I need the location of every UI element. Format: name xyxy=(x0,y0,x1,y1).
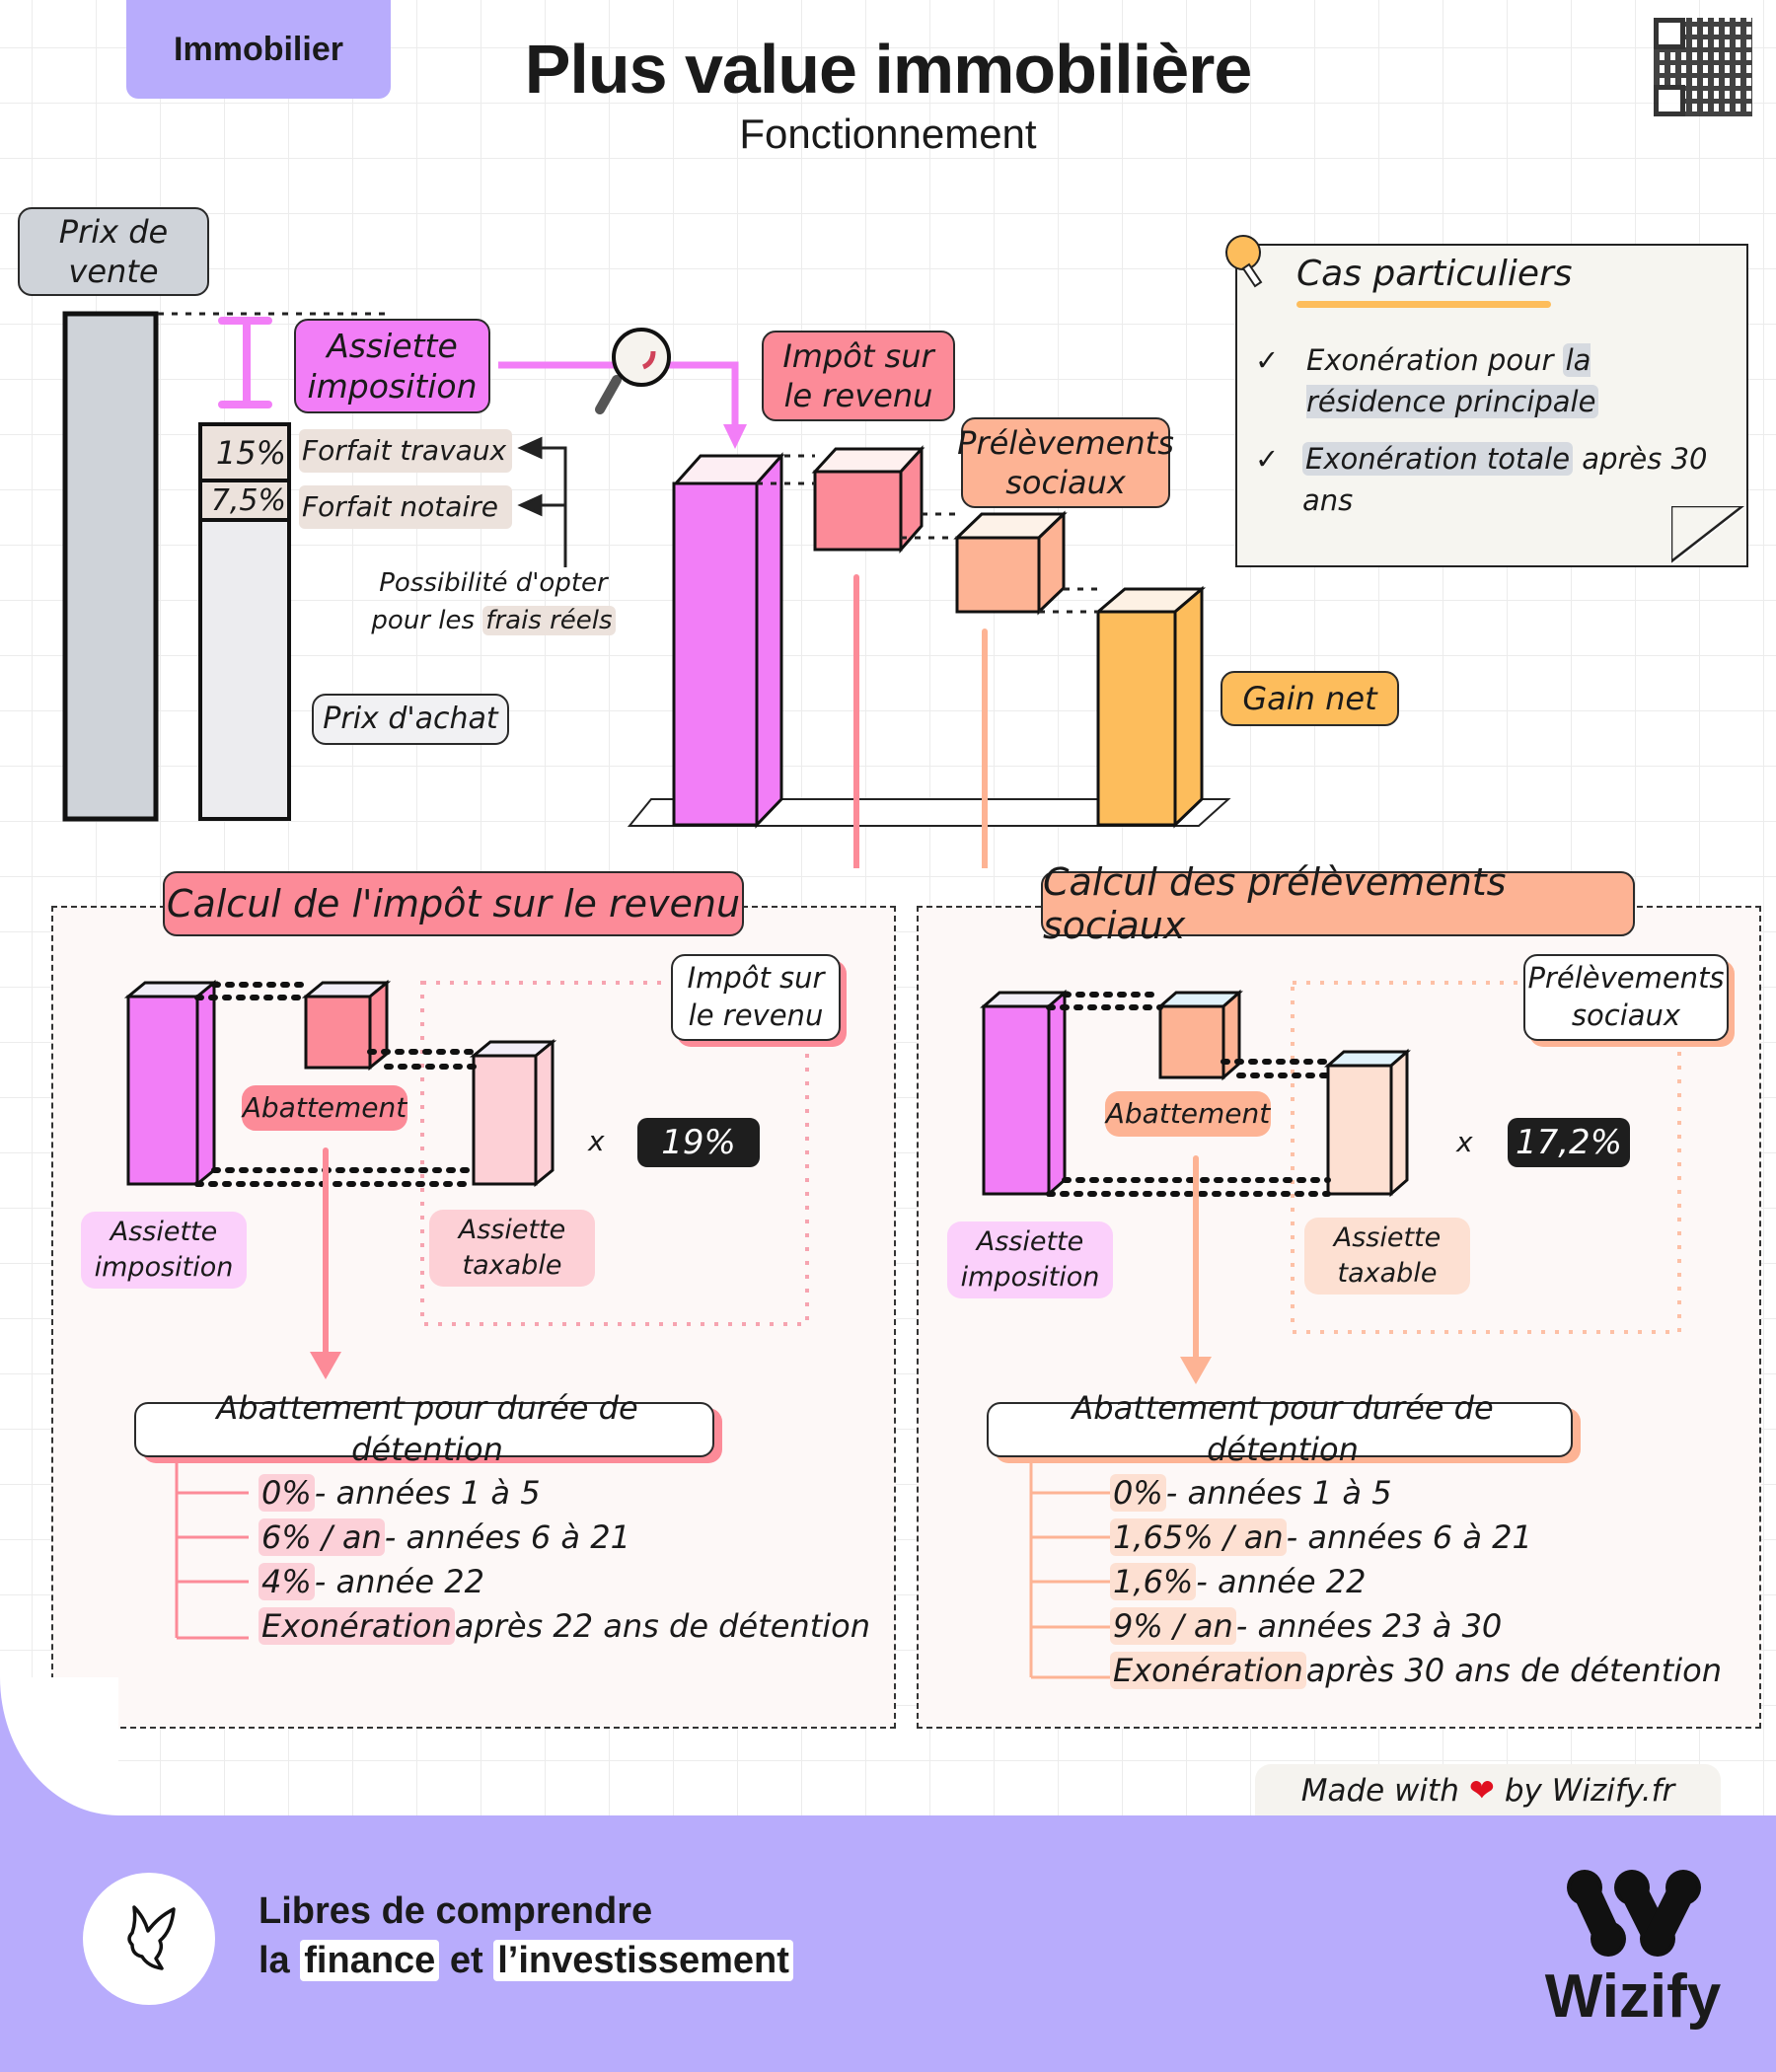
cas-particuliers-note: Cas particuliers ✓ Exonération pour la r… xyxy=(1235,244,1748,567)
impot-revenu-label: Impôt sur le revenu xyxy=(762,331,955,421)
title-underline xyxy=(1296,301,1551,308)
ps-assiette-bar xyxy=(980,989,1069,1198)
ps-duree-list: 0% - années 1 à 5 1,65% / an - années 6 … xyxy=(1110,1470,1722,1692)
section-ir-title: Calcul de l'impôt sur le revenu xyxy=(163,871,744,936)
frais-reels-note: Possibilité d'opter pour les frais réels xyxy=(365,564,622,639)
heart-icon: ❤ xyxy=(1468,1773,1495,1809)
ps-result-card: Prélèvements sociaux xyxy=(1523,954,1729,1041)
ps-mini-chart xyxy=(980,981,1681,1679)
category-tag: Immobilier xyxy=(126,0,391,99)
cas-item: ✓ Exonération totale après 30 ans xyxy=(1255,438,1719,521)
list-item: 1,6% - année 22 xyxy=(1110,1559,1722,1603)
ir-duree-list: 0% - années 1 à 5 6% / an - années 6 à 2… xyxy=(259,1470,870,1648)
made-with-badge[interactable]: Made with ❤ by Wizify.fr xyxy=(1255,1764,1721,1817)
brand-name[interactable]: Wizify xyxy=(1544,1962,1722,2031)
list-item: 0% - années 1 à 5 xyxy=(259,1470,870,1515)
section-ps-title: Calcul des prélèvements sociaux xyxy=(1041,860,1635,947)
ps-duree-title: Abattement pour durée de détention xyxy=(987,1389,1573,1468)
forfait-notaire-pct: 7,5% xyxy=(210,483,286,518)
prelevements-sociaux-label: Prélèvements sociaux xyxy=(957,417,1174,508)
cas-particuliers-title: Cas particuliers xyxy=(1296,254,1573,294)
cas-item: ✓ Exonération pour la résidence principa… xyxy=(1255,339,1719,422)
dove-icon xyxy=(83,1873,215,2005)
ir-result-card: Impôt sur le revenu xyxy=(671,954,841,1041)
ir-down-arrow xyxy=(310,1352,341,1379)
ir-assiette-imposition-label: Assiette imposition xyxy=(81,1212,247,1289)
ps-down-arrow xyxy=(1180,1357,1212,1384)
prix-vente-bar xyxy=(62,311,159,822)
forfait-travaux-label: Forfait travaux xyxy=(299,429,512,473)
forfait-travaux-pct: 15% xyxy=(215,434,286,472)
lightbulb-icon xyxy=(1225,235,1263,288)
ir-abattement-cube xyxy=(301,979,392,1072)
list-item: Exonération après 30 ans de détention xyxy=(1110,1648,1722,1692)
forfait-travaux-segment xyxy=(198,422,291,482)
forfait-notaire-segment xyxy=(198,479,291,522)
ps-multiply: x xyxy=(1456,1126,1473,1158)
assiette-imposition-label: Assiette imposition xyxy=(294,319,490,413)
check-icon: ✓ xyxy=(1255,343,1280,377)
page-subtitle: Fonctionnement xyxy=(739,111,1037,157)
qr-code[interactable] xyxy=(1654,18,1752,116)
ps-taxable-bar xyxy=(1324,1048,1411,1198)
ir-assiette-taxable-label: Assiette taxable xyxy=(429,1210,595,1287)
ir-rate-badge: 19% xyxy=(637,1118,760,1167)
ir-abattement-label: Abattement xyxy=(242,1085,407,1131)
footer: Libres de comprendre la finance et l’inv… xyxy=(0,1815,1776,2072)
wizify-logo-icon xyxy=(1567,1870,1701,1957)
check-icon: ✓ xyxy=(1255,442,1280,476)
ps-assiette-imposition-label: Assiette imposition xyxy=(947,1221,1113,1298)
chart-base xyxy=(627,798,1231,827)
forfait-notaire-label: Forfait notaire xyxy=(299,485,512,529)
ir-mini-chart xyxy=(123,979,809,1640)
tagline: Libres de comprendre la finance et l’inv… xyxy=(259,1887,793,1985)
ps-abattement-label: Abattement xyxy=(1105,1091,1271,1137)
ir-assiette-bar xyxy=(123,979,219,1188)
prelevements-cube xyxy=(953,510,1068,616)
list-item: 1,65% / an - années 6 à 21 xyxy=(1110,1515,1722,1559)
list-item: 9% / an - années 23 à 30 xyxy=(1110,1603,1722,1648)
frais-reels-arrows xyxy=(517,436,567,567)
assiette-connector xyxy=(498,361,739,434)
assiette-bracket xyxy=(218,317,272,408)
magnifier-icon xyxy=(595,328,671,414)
page-title: Plus value immobilière xyxy=(524,31,1253,108)
impot-cube xyxy=(811,445,925,554)
waterfall-diagram xyxy=(62,311,1231,868)
list-item: 4% - année 22 xyxy=(259,1559,870,1603)
assiette-bar-3d xyxy=(672,452,785,829)
ps-rate-badge: 17,2% xyxy=(1508,1118,1630,1167)
list-item: 0% - années 1 à 5 xyxy=(1110,1470,1722,1515)
ir-multiply: x xyxy=(588,1125,605,1157)
ps-assiette-taxable-label: Assiette taxable xyxy=(1304,1218,1470,1295)
page-curl xyxy=(1671,506,1746,565)
gain-net-label: Gain net xyxy=(1221,671,1399,726)
prix-vente-label: Prix de vente xyxy=(18,207,209,296)
ir-taxable-bar xyxy=(469,1038,557,1188)
list-item: Exonération après 22 ans de détention xyxy=(259,1603,870,1648)
prix-achat-label: Prix d'achat xyxy=(312,694,509,745)
list-item: 6% / an - années 6 à 21 xyxy=(259,1515,870,1559)
gain-net-bar-3d xyxy=(1093,585,1207,829)
ir-duree-title: Abattement pour durée de détention xyxy=(134,1389,714,1468)
ps-abattement-cube xyxy=(1156,989,1243,1081)
